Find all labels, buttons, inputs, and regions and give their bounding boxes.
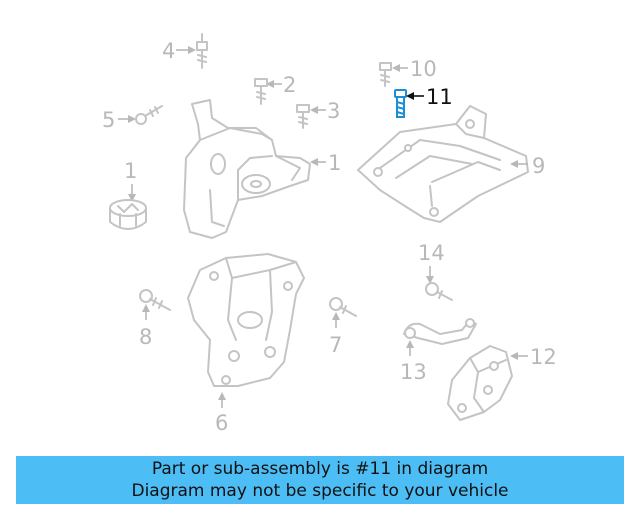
- callout-11[interactable]: 11: [426, 85, 453, 109]
- info-banner: Part or sub-assembly is #11 in diagram D…: [16, 456, 624, 504]
- callout-12: 12: [530, 345, 557, 369]
- callout-4: 4: [162, 39, 175, 63]
- part-9-bracket[interactable]: 9: [357, 105, 545, 223]
- callout-3: 3: [327, 99, 340, 123]
- callout-1: 1: [328, 151, 341, 175]
- part-10-bolt[interactable]: 10: [379, 57, 437, 87]
- part-7-bolt[interactable]: 7: [329, 297, 357, 357]
- callout-6: 6: [215, 411, 228, 435]
- banner-line-1: Part or sub-assembly is #11 in diagram: [151, 459, 489, 479]
- part-13-link[interactable]: 13: [400, 318, 477, 384]
- callout-5: 5: [102, 108, 115, 132]
- part-4-bolt[interactable]: 4: [162, 33, 208, 69]
- callout-2: 2: [283, 73, 296, 97]
- part-14-bolt[interactable]: 14: [418, 241, 453, 301]
- part-12-bracket[interactable]: 12: [447, 345, 557, 421]
- banner-line-2: Diagram may not be specific to your vehi…: [131, 481, 509, 501]
- part-8-bolt[interactable]: 8: [139, 289, 171, 349]
- callout-13: 13: [400, 360, 427, 384]
- part-3-bolt[interactable]: 3: [296, 99, 340, 129]
- callout-9: 9: [532, 154, 545, 178]
- part-1-engine-mount[interactable]: 1: [183, 99, 341, 239]
- part-5-bolt[interactable]: 5: [102, 105, 163, 132]
- part-1-bushing[interactable]: 1: [109, 159, 147, 230]
- callout-8: 8: [139, 325, 152, 349]
- part-11-bolt[interactable]: 11: [394, 85, 453, 118]
- callout-10: 10: [410, 57, 437, 81]
- part-2-bolt[interactable]: 2: [254, 73, 296, 105]
- callout-7: 7: [329, 333, 342, 357]
- callout-1b: 1: [124, 159, 137, 183]
- parts-diagram: 4 2 3 5 1: [102, 33, 557, 435]
- callout-14: 14: [418, 241, 445, 265]
- part-6-bracket[interactable]: 6: [187, 253, 305, 435]
